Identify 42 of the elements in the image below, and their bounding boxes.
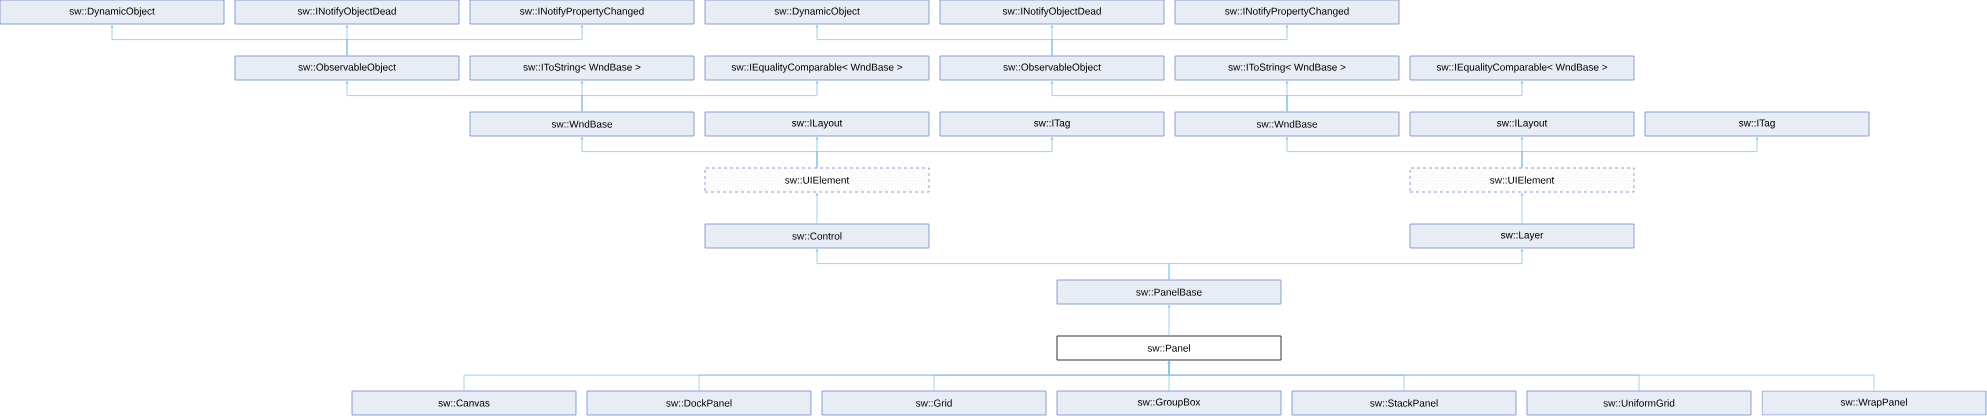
class-box: sw::ILayout [704, 111, 930, 137]
abstract-class-box: sw::UIElement [1409, 167, 1635, 193]
class-box: sw::WrapPanel [1761, 390, 1987, 416]
class-box: sw::Grid [821, 390, 1047, 416]
class-box: sw::DynamicObject [0, 0, 225, 25]
arrow [1167, 360, 1875, 391]
class-box: sw::WndBase [1174, 111, 1400, 137]
class-box: sw::INotifyObjectDead [234, 0, 460, 25]
class-box: sw::PanelBase [1056, 279, 1282, 305]
arrow [1167, 304, 1171, 336]
class-box: sw::ITag [939, 111, 1165, 137]
class-box: sw::GroupBox [1056, 390, 1282, 416]
arrow [1520, 192, 1524, 224]
class-box: sw::INotifyPropertyChanged [1174, 0, 1400, 25]
class-box: sw::ObservableObject [234, 55, 460, 81]
class-box: sw::UniformGrid [1526, 390, 1752, 416]
class-box: sw::DynamicObject [704, 0, 930, 25]
class-box: sw::Panel [1056, 335, 1282, 361]
class-box: sw::Layer [1409, 223, 1635, 249]
class-box: sw::INotifyObjectDead [939, 0, 1165, 25]
class-box: sw::IEqualityComparable< WndBase > [1409, 55, 1635, 81]
class-box: sw::INotifyPropertyChanged [469, 0, 695, 25]
arrow [1051, 24, 1289, 56]
arrow [1168, 248, 1524, 280]
class-box: sw::Canvas [351, 390, 577, 416]
class-box: sw::DockPanel [586, 390, 812, 416]
class-box: sw::Control [704, 223, 930, 249]
arrow [346, 24, 584, 56]
class-box: sw::StackPanel [1291, 390, 1517, 416]
abstract-class-box: sw::UIElement [704, 167, 930, 193]
arrow [815, 192, 819, 224]
arrow [1286, 80, 1524, 112]
class-box: sw::ITag [1644, 111, 1870, 137]
class-box: sw::ILayout [1409, 111, 1635, 137]
arrow [581, 80, 819, 112]
arrow [1521, 136, 1759, 168]
class-box: sw::IToString< WndBase > [469, 55, 695, 81]
class-box: sw::ObservableObject [939, 55, 1165, 81]
class-box: sw::IEqualityComparable< WndBase > [704, 55, 930, 81]
class-box: sw::IToString< WndBase > [1174, 55, 1400, 81]
class-box: sw::WndBase [469, 111, 695, 137]
arrow [816, 136, 1054, 168]
